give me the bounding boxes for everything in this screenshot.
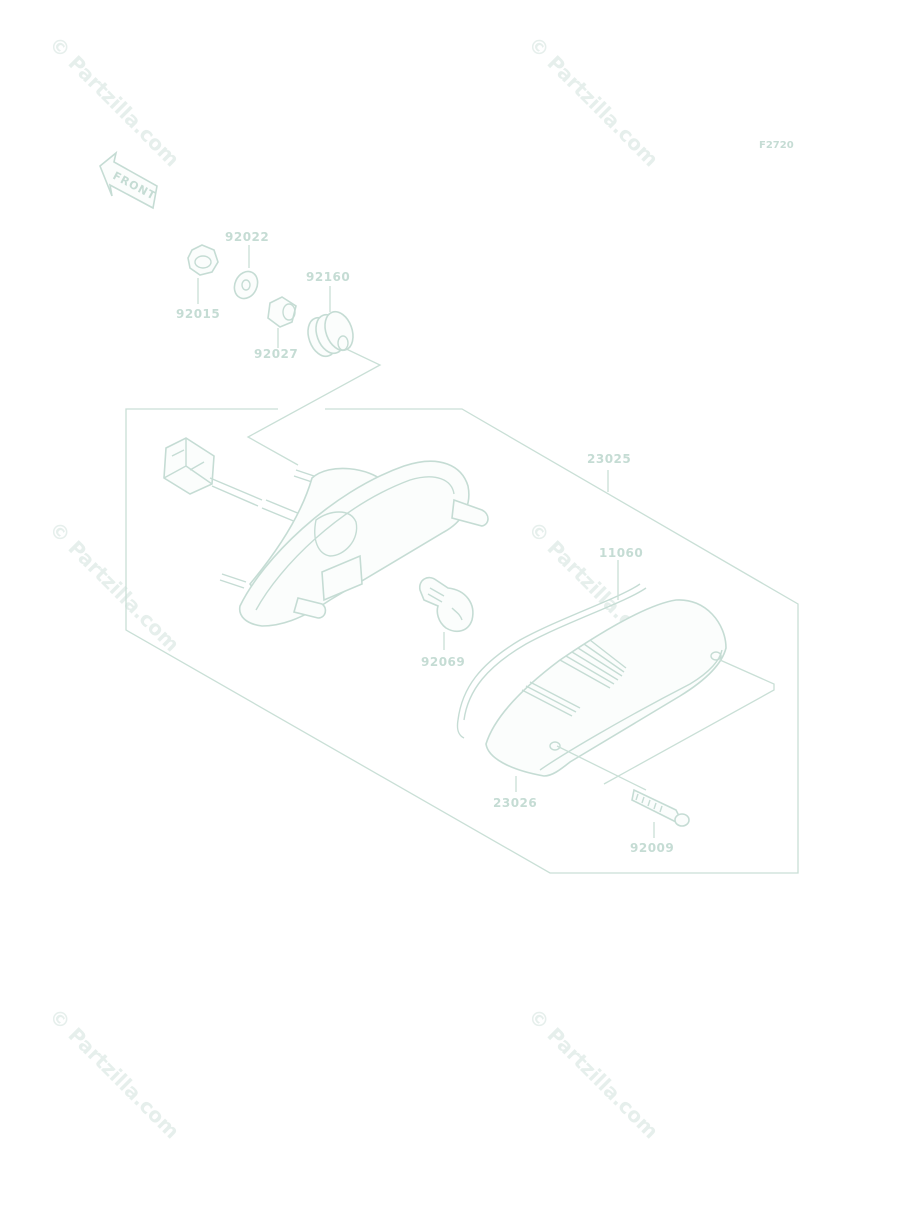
washer-92022 [233,245,259,300]
part-label-92027: 92027 [254,347,298,361]
nut-92015 [187,244,219,304]
watermark: © Partzilla.com [44,32,184,172]
lens-23026 [485,599,727,792]
lamp-housing-23025 [163,437,609,627]
grommet-92160 [307,286,354,358]
part-label-11060: 11060 [599,546,643,560]
diagram-ref: F2720 [759,140,794,151]
part-label-92015: 92015 [176,307,220,321]
part-label-92069: 92069 [421,655,465,669]
watermark: © Partzilla.com [44,1004,184,1144]
bulb-92069 [418,576,474,650]
assembly-boundary [125,408,799,874]
part-label-92009: 92009 [630,841,674,855]
part-label-92022: 92022 [225,230,269,244]
watermark: © Partzilla.com [523,32,663,172]
screw-92009 [631,788,690,838]
part-label-92160: 92160 [306,270,350,284]
part-label-23026: 23026 [493,796,537,810]
part-label-23025: 23025 [587,452,631,466]
leader-line [556,659,775,791]
leader-line [246,345,382,466]
watermark: © Partzilla.com [523,1004,663,1144]
collar-92027 [267,296,297,348]
gasket-11060 [456,560,647,739]
watermark: © Partzilla.com [44,517,184,657]
front-arrow-icon: FRONT [99,150,158,210]
